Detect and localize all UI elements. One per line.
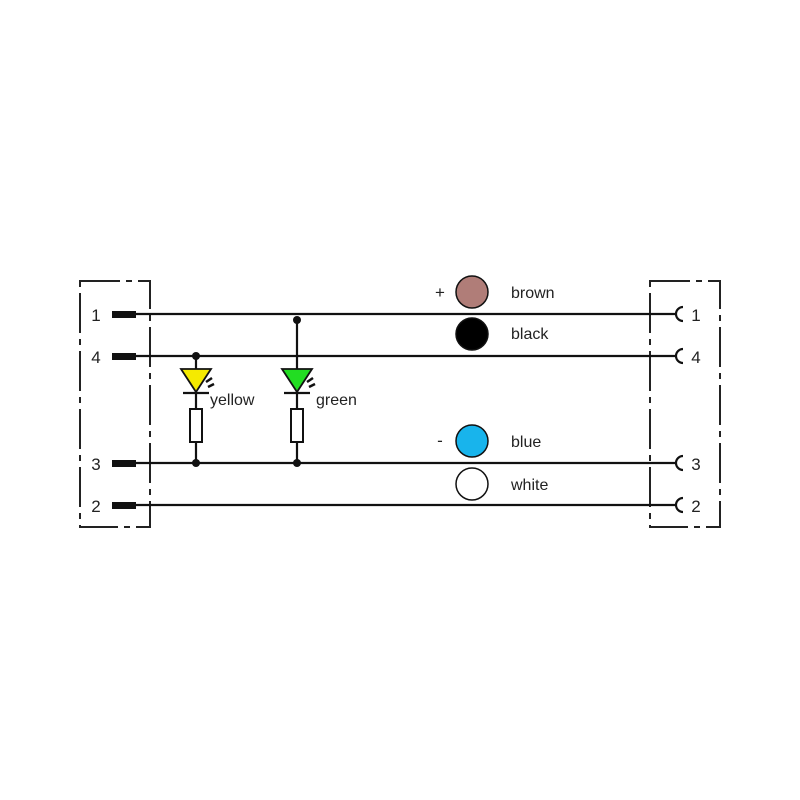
black-wire-label: black: [511, 326, 549, 343]
junction-dot: [293, 459, 301, 467]
junction-dot: [192, 459, 200, 467]
right-socket-1: 1: [674, 305, 701, 325]
right-connector-frame: [649, 280, 721, 528]
resistor-icon: [189, 408, 203, 443]
socket-4-icon: [674, 347, 684, 365]
wire-legend-brown: + brown: [435, 275, 555, 309]
yellow-led-branch: yellow: [179, 352, 255, 467]
right-pin-4-number: 4: [691, 348, 700, 367]
left-pin-2: 2: [91, 497, 136, 516]
left-pin-1-number: 1: [91, 306, 100, 325]
brown-wire-label: brown: [511, 285, 555, 302]
wire-legend-white: white: [455, 467, 548, 501]
left-pin-2-number: 2: [91, 497, 100, 516]
brown-wire-dot-icon: [455, 275, 489, 309]
green-led-branch: green: [280, 316, 357, 467]
white-wire-dot-icon: [455, 467, 489, 501]
yellow-led-icon: [179, 368, 213, 394]
right-socket-2: 2: [674, 496, 701, 516]
blue-wire-dot-icon: [455, 424, 489, 458]
socket-1-icon: [674, 305, 684, 323]
led-light-rays-icon: [306, 376, 316, 389]
resistor-icon: [290, 408, 304, 443]
left-pin-4: 4: [91, 348, 136, 367]
blue-wire-label: blue: [511, 434, 541, 451]
wire-legend-black: black: [455, 317, 549, 351]
right-pin-2-number: 2: [691, 497, 700, 516]
green-led-icon: [280, 368, 314, 394]
right-socket-3: 3: [674, 454, 701, 474]
plus-sign: +: [435, 283, 445, 302]
black-wire-dot-icon: [455, 317, 489, 351]
socket-2-icon: [674, 496, 684, 514]
green-led-label: green: [316, 392, 357, 409]
socket-3-icon: [674, 454, 684, 472]
left-pin-4-number: 4: [91, 348, 100, 367]
right-pin-3-number: 3: [691, 455, 700, 474]
white-wire-label: white: [510, 477, 548, 494]
yellow-led-label: yellow: [210, 392, 255, 409]
left-pin-1: 1: [91, 306, 136, 325]
led-light-rays-icon: [205, 376, 215, 389]
minus-sign: -: [437, 431, 443, 450]
left-connector-frame: [79, 280, 151, 528]
wire-legend-blue: - blue: [437, 424, 541, 458]
right-socket-4: 4: [674, 347, 701, 367]
left-pin-3: 3: [91, 455, 136, 474]
left-pin-3-number: 3: [91, 455, 100, 474]
right-pin-1-number: 1: [691, 306, 700, 325]
